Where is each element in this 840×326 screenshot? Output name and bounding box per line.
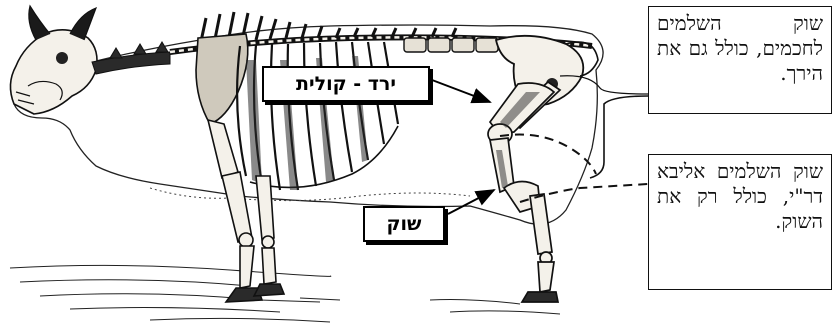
sages-callout-text: שוק השלמים לחכמים, כולל גם את הירך.	[657, 11, 823, 85]
hind-leg	[488, 82, 560, 302]
thigh-tag-arrow	[432, 80, 490, 102]
sages-callout-box: שוק השלמים לחכמים, כולל גם את הירך.	[648, 6, 832, 114]
shank-tag: שוק	[363, 206, 445, 242]
thigh-tag: ירד - קולית	[262, 66, 430, 102]
rabbi-eliva-callout-box: שוק השלמים אליבא דר"י, כולל רק את השוק.	[648, 154, 832, 290]
neck-vertebrae	[92, 42, 170, 74]
sages-bracket-line	[590, 96, 648, 178]
shank-tag-label: שוק	[387, 213, 422, 235]
ground-hatching	[10, 265, 560, 322]
rabbi-eliva-callout-text: שוק השלמים אליבא דר"י, כולל רק את השוק.	[657, 159, 823, 233]
cannon-bone	[530, 194, 552, 254]
thigh-tag-label: ירד - קולית	[296, 73, 396, 95]
skull	[10, 6, 97, 114]
foreleg	[208, 120, 284, 302]
thigh-region-dashed-line	[500, 135, 596, 175]
